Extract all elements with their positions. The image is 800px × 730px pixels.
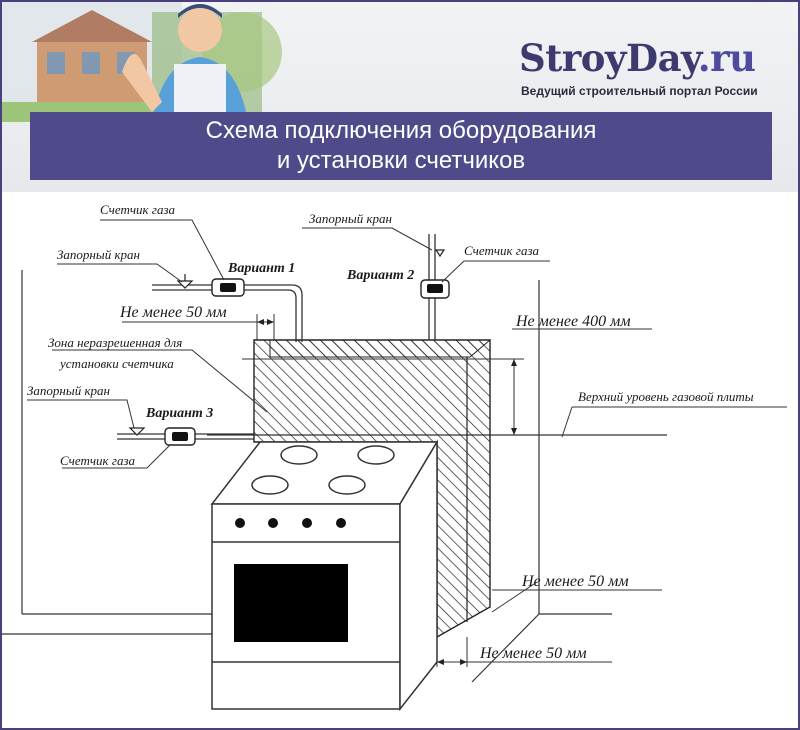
zone-label-line2: установки счетчика [58,356,174,371]
forbidden-zone-top [269,339,492,358]
stove-knobs [235,518,346,528]
zone-label-line1: Зона неразрешенная для [48,335,182,350]
dim-top-label: Не менее 400 мм [515,313,631,330]
brand-suffix: .ru [697,36,756,80]
dimension-arrows [257,319,517,665]
knob-4 [336,518,346,528]
burner-front-left [251,475,289,495]
variant1-valve-label: Запорный кран [57,247,140,262]
variant3-label: Вариант 3 [145,406,213,421]
dim-right-top-label: Не менее 50 мм [521,573,629,590]
worker-illustration [122,4,248,122]
burner-back-left [280,445,318,465]
brand-name: StroyDay [519,36,698,80]
variant3-meter-label: Счетчик газа [60,453,136,468]
variant1-label: Вариант 1 [227,261,295,276]
floor-diagonal-line [471,613,540,683]
variant1-pipe [152,284,303,342]
variant2-meter-display [427,284,443,293]
dim-right-bottom-label: Не менее 50 мм [479,645,587,662]
burner-back-right [357,445,395,465]
oven-window [234,564,348,642]
variant3-pipe [117,433,254,440]
knob-3 [302,518,312,528]
banner-title-line2: и установки счетчиков [276,147,526,174]
variant3-meter-display [172,432,188,441]
brand-logo[interactable]: StroyDay.ru [519,36,756,80]
banner-title-line1: Схема подключения оборудования [205,117,597,144]
variant2-meter-label: Счетчик газа [464,243,540,258]
connection-diagram: Счетчик газа Запорный кран Вариант 1 Зап… [2,202,787,712]
variant2-valve-label: Запорный кран [309,211,392,226]
tagline: Ведущий строительный портал России [521,84,758,98]
variant1-meter-display [220,283,236,292]
burner-front-right [328,475,366,495]
knob-2 [268,518,278,528]
title-banner: Схема подключения оборудования и установ… [30,112,772,180]
variant3-valve-label: Запорный кран [27,383,110,398]
variant1-meter-label: Счетчик газа [100,202,176,217]
variant3-valve-icon [128,427,146,436]
knob-1 [235,518,245,528]
dim-side-label: Не менее 50 мм [119,304,227,321]
variant2-valve-icon [434,249,446,258]
stove-top [210,441,439,505]
variant2-label: Вариант 2 [346,268,414,283]
stove-level-label: Верхний уровень газовой плиты [578,389,754,404]
